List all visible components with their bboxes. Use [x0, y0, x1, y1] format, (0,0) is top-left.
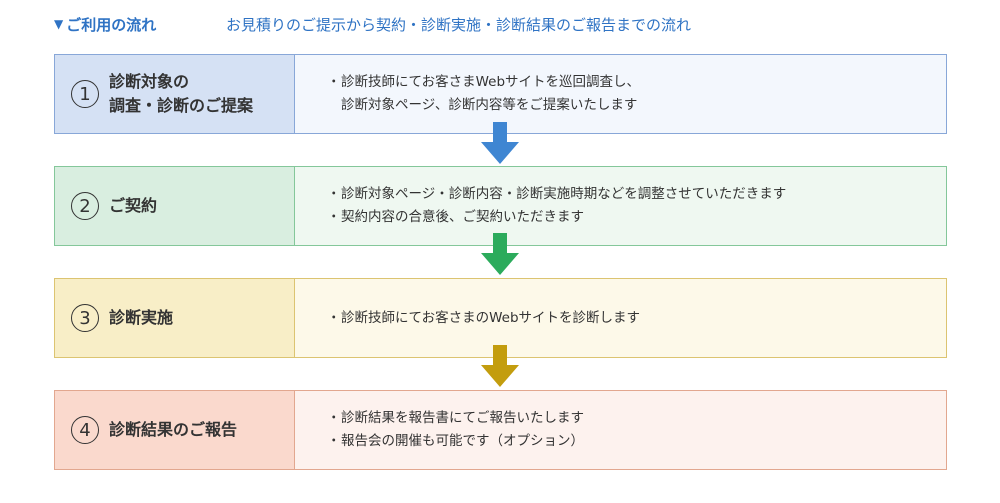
flow-title: ご利用の流れ — [66, 15, 157, 34]
bullet: ・ — [327, 410, 341, 426]
step-label: 2 ご契約 — [55, 167, 295, 245]
step-desc-line: 診断対象ページ・診断内容・診断実施時期などを調整させていただきます — [341, 186, 787, 202]
bullet: ・ — [327, 433, 341, 449]
step-execution: 3 診断実施 ・診断技師にてお客さまのWebサイトを診断します — [54, 278, 947, 358]
step-name-line: 診断実施 — [109, 308, 174, 327]
down-arrow-icon — [481, 345, 519, 387]
step-desc-line: 報告会の開催も可能です（オプション） — [341, 433, 584, 449]
step-number-badge: 3 — [71, 304, 99, 332]
step-label: 1 診断対象の 調査・診断のご提案 — [55, 55, 295, 133]
step-desc-line: 診断技師にてお客さまのWebサイトを診断します — [341, 309, 641, 326]
step-name-line: ご契約 — [109, 196, 158, 215]
step-name-line: 診断結果のご報告 — [109, 420, 238, 439]
step-description: ・診断対象ページ・診断内容・診断実施時期などを調整させていただきます ・契約内容… — [295, 167, 946, 245]
step-name-line: 調査・診断のご提案 — [109, 96, 254, 115]
step-proposal: 1 診断対象の 調査・診断のご提案 ・診断技師にてお客さまWebサイトを巡回調査… — [54, 54, 947, 134]
step-contract: 2 ご契約 ・診断対象ページ・診断内容・診断実施時期などを調整させていただきます… — [54, 166, 947, 246]
step-description: ・診断技師にてお客さまWebサイトを巡回調査し、 診断対象ページ、診断内容等をご… — [295, 55, 946, 133]
flow-header: ▼ ご利用の流れ お見積りのご提示から契約・診断実施・診断結果のご報告までの流れ — [54, 12, 691, 36]
bullet: ・ — [327, 309, 341, 326]
step-desc-line: 診断技師にてお客さまWebサイトを巡回調査し、 — [341, 74, 641, 90]
flow-subtitle: お見積りのご提示から契約・診断実施・診断結果のご報告までの流れ — [226, 16, 692, 34]
step-report: 4 診断結果のご報告 ・診断結果を報告書にてご報告いたします ・報告会の開催も可… — [54, 390, 947, 470]
step-number-badge: 1 — [71, 80, 99, 108]
step-name: 診断対象の 調査・診断のご提案 — [109, 70, 253, 118]
step-desc-line: 診断対象ページ、診断内容等をご提案いたします — [341, 97, 638, 113]
step-name: 診断結果のご報告 — [109, 418, 237, 442]
step-name-line: 診断対象の — [109, 72, 190, 91]
step-desc-line: 診断結果を報告書にてご報告いたします — [341, 410, 584, 426]
triangle-down-icon: ▼ — [54, 17, 64, 31]
step-name: ご契約 — [109, 194, 157, 218]
step-desc-line: 契約内容の合意後、ご契約いただきます — [341, 209, 584, 225]
step-label: 3 診断実施 — [55, 279, 295, 357]
down-arrow-icon — [481, 233, 519, 275]
step-description: ・診断結果を報告書にてご報告いたします ・報告会の開催も可能です（オプション） — [295, 391, 946, 469]
step-name: 診断実施 — [109, 306, 173, 330]
step-description: ・診断技師にてお客さまのWebサイトを診断します — [295, 279, 946, 357]
step-number-badge: 2 — [71, 192, 99, 220]
bullet: ・ — [327, 74, 341, 90]
step-label: 4 診断結果のご報告 — [55, 391, 295, 469]
step-number-badge: 4 — [71, 416, 99, 444]
bullet: ・ — [327, 209, 341, 225]
bullet — [327, 94, 341, 117]
bullet: ・ — [327, 186, 341, 202]
down-arrow-icon — [481, 122, 519, 164]
